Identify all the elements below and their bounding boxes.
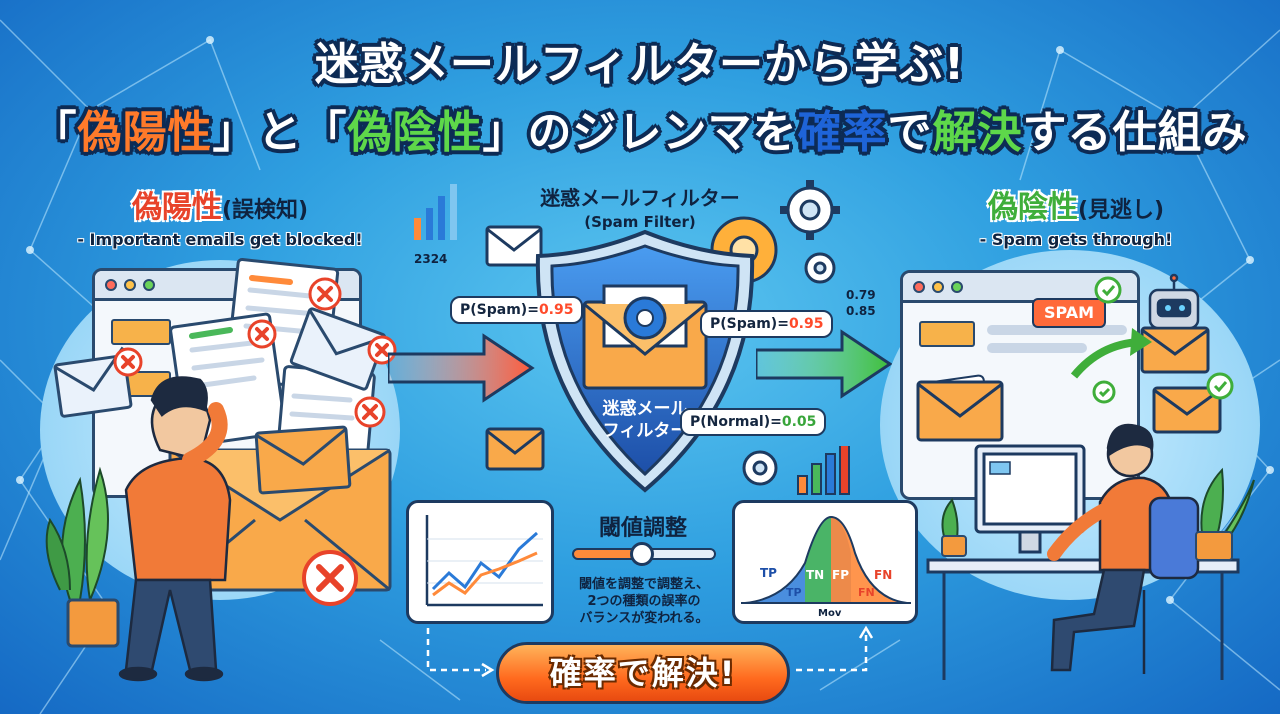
false-positive-heading-block: 偽陽性(誤検知) - Important emails get blocked! (40, 182, 400, 249)
dist-label-tn: TN (806, 568, 825, 582)
dist-label-fn-2: FN (858, 586, 875, 599)
trend-line-chart (425, 515, 543, 607)
incoming-mail-icon-bottom (485, 427, 545, 471)
shield-label-line1: 迷惑メール (602, 399, 688, 419)
title-mechanism: する仕組み (1022, 107, 1248, 158)
stat-number-left: 2324 (414, 252, 448, 266)
prob-normal-value: 0.05 (781, 414, 817, 430)
incoming-mail-icon-top (485, 225, 543, 267)
threshold-desc-line1: 閾値を調整で調整え、 (578, 577, 709, 592)
prob-normal-label: P(Normal)= (690, 414, 782, 430)
filter-title: 迷惑メールフィルター (540, 186, 740, 210)
prob-spam-left-value: 0.95 (538, 302, 574, 318)
browser-minimize-dot (932, 280, 944, 293)
title-probability: 確率 (797, 107, 888, 158)
title-solve: 解決 (932, 107, 1023, 158)
passed-check-icons (1092, 276, 1234, 404)
false-negative-heading-block: 偽陰性(見逃し) - Spam gets through! (896, 182, 1256, 249)
robot-icon (1148, 273, 1200, 330)
page-title-line2: 「偽陽性」と「偽陰性」のジレンマを確率で解決する仕組み (0, 96, 1280, 160)
trend-chart-card (406, 500, 554, 624)
prob-spam-right-pill: P(Spam)=0.95 (700, 310, 834, 338)
arrow-from-filter (756, 329, 893, 399)
false-positive-heading: 偽陽性 (131, 190, 222, 225)
shield-label: 迷惑メール フィルター (586, 398, 704, 442)
dist-label-fp: FP (832, 568, 849, 582)
distribution-chart-card (732, 500, 918, 624)
dist-label-fn-1: FN (874, 568, 893, 582)
blocked-x-icons (113, 277, 397, 606)
prob-spam-left-label: P(Spam)= (460, 302, 539, 318)
stat-number-right-2: 0.85 (846, 304, 876, 318)
false-negative-subtitle: - Spam gets through! (979, 230, 1173, 249)
arrow-to-filter (388, 333, 535, 403)
dashed-connectors (426, 625, 874, 678)
browser-maximize-dot (951, 280, 963, 293)
false-negative-paren: (見逃し) (1077, 198, 1165, 223)
false-positive-paren: (誤検知) (221, 198, 309, 223)
distribution-curve (741, 515, 911, 604)
gear-and-bars-icon (742, 446, 850, 495)
dist-axis-label: Mov (818, 608, 842, 619)
browser-maximize-dot (143, 278, 155, 291)
dist-label-tp-1: TP (760, 566, 777, 580)
prob-spam-left-pill: P(Spam)=0.95 (450, 296, 584, 324)
solve-by-probability-button[interactable]: 確率で解決! (496, 642, 790, 704)
gear-icons (710, 180, 840, 284)
prob-spam-right-value: 0.95 (788, 316, 824, 332)
shield-label-line2: フィルター (602, 421, 688, 441)
false-positive-subtitle: - Important emails get blocked! (77, 230, 363, 249)
title-bracket: 「 (32, 107, 78, 158)
false-negative-heading: 偽陰性 (987, 190, 1078, 225)
threshold-desc-line2: 2つの種類の誤率の (587, 594, 701, 609)
bar-stats-icon (414, 184, 457, 240)
browser-minimize-dot (124, 278, 136, 291)
threshold-slider-handle[interactable] (630, 542, 654, 566)
title-de: で (887, 107, 933, 158)
page-title-line1: 迷惑メールフィルターから学ぶ! (314, 39, 966, 90)
threshold-title: 閾値調整 (598, 516, 687, 541)
filter-title-en: (Spam Filter) (584, 213, 696, 231)
browser-close-dot (105, 278, 117, 291)
spam-tag-top: SPAM (1032, 298, 1106, 328)
filter-title-block: 迷惑メールフィルター (Spam Filter) (500, 182, 780, 231)
dist-label-tp-2: TP (786, 586, 802, 599)
spam-filter-shield (535, 229, 755, 493)
left-blocked-emails-illustration (45, 257, 397, 682)
title-false-negative: 偽陰性 (347, 107, 483, 158)
prob-normal-pill: P(Normal)=0.05 (680, 408, 827, 436)
browser-close-dot (913, 280, 925, 293)
gear-icon (780, 180, 840, 240)
shield-gear-icon (623, 296, 667, 340)
title-dilemma: 」のジレンマを (482, 107, 798, 158)
title-false-positive: 偽陽性 (77, 107, 213, 158)
threshold-description: 閾値を調整で調整え、 2つの種類の誤率の バランスが変われる。 (558, 576, 730, 627)
prob-spam-right-label: P(Spam)= (710, 316, 789, 332)
right-spam-passing-illustration (916, 273, 1255, 680)
stat-number-right-1: 0.79 (846, 288, 876, 302)
title-connector: 」と「 (212, 107, 348, 158)
threshold-desc-line3: バランスが変われる。 (579, 611, 709, 626)
